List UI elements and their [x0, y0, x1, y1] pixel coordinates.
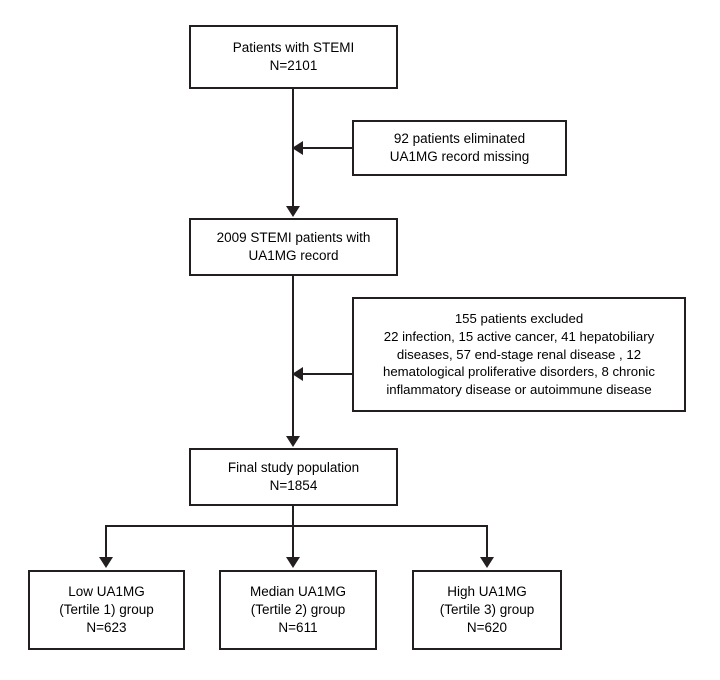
connector-drop-low	[105, 525, 107, 559]
node-excluded-criteria-line3: diseases, 57 end-stage renal disease , 1…	[396, 346, 642, 362]
node-excluded-missing-line1: 92 patients eliminated	[393, 131, 526, 147]
node-group-low-line3: N=623	[86, 619, 127, 635]
connector-split-bar	[105, 525, 488, 527]
node-cohort-initial-line2: N=2101	[269, 58, 318, 73]
node-group-low-line2: (Tertile 1) group	[59, 602, 154, 618]
node-cohort-with-record-line2: UA1MG record	[248, 248, 339, 263]
node-cohort-initial-line1: Patients with STEMI	[232, 40, 355, 56]
arrow-into-group-low	[99, 557, 113, 568]
node-excluded-criteria: 155 patients excluded 22 infection, 15 a…	[352, 297, 686, 412]
connector-excluded-missing	[303, 147, 353, 149]
node-excluded-criteria-line1: 155 patients excluded	[454, 311, 584, 327]
connector-drop-high	[486, 525, 488, 559]
connector-split-stem	[292, 506, 294, 526]
node-excluded-criteria-line4: hematological proliferative disorders, 8…	[383, 364, 655, 380]
node-group-high-line1: High UA1MG	[447, 584, 527, 600]
node-group-median-line1: Median UA1MG	[249, 584, 347, 600]
node-final-population: Final study population N=1854	[189, 448, 398, 506]
node-excluded-missing: 92 patients eliminated UA1MG record miss…	[352, 120, 567, 176]
node-group-median-line3: N=611	[278, 619, 318, 635]
arrow-excluded-criteria	[292, 367, 303, 381]
arrow-into-final-population	[286, 436, 300, 447]
connector-excluded-criteria	[303, 373, 353, 375]
node-group-high: High UA1MG (Tertile 3) group N=620	[412, 570, 562, 650]
node-group-low: Low UA1MG (Tertile 1) group N=623	[28, 570, 185, 650]
node-group-median-line2: (Tertile 2) group	[250, 602, 346, 618]
arrow-into-group-median	[286, 557, 300, 568]
node-group-high-line3: N=620	[466, 619, 508, 635]
arrow-into-cohort-with-record	[286, 206, 300, 217]
node-group-high-line2: (Tertile 3) group	[439, 602, 535, 618]
node-cohort-with-record-line1: 2009 STEMI patients with	[216, 230, 371, 246]
node-group-low-line1: Low UA1MG	[68, 584, 145, 600]
arrow-into-group-high	[480, 557, 494, 568]
node-final-population-line2: N=1854	[269, 478, 318, 493]
node-excluded-criteria-line2: 22 infection, 15 active cancer, 41 hepat…	[383, 328, 655, 344]
node-excluded-criteria-line5: inflammatory disease or autoimmune disea…	[386, 382, 652, 398]
node-cohort-with-record: 2009 STEMI patients with UA1MG record	[189, 218, 398, 276]
connector-drop-median	[292, 525, 294, 559]
node-excluded-missing-line2: UA1MG record missing	[389, 149, 530, 164]
arrow-excluded-missing	[292, 141, 303, 155]
node-group-median: Median UA1MG (Tertile 2) group N=611	[219, 570, 377, 650]
connector-trunk-lower	[292, 276, 294, 438]
node-final-population-line1: Final study population	[227, 460, 360, 476]
node-cohort-initial: Patients with STEMI N=2101	[189, 25, 398, 89]
